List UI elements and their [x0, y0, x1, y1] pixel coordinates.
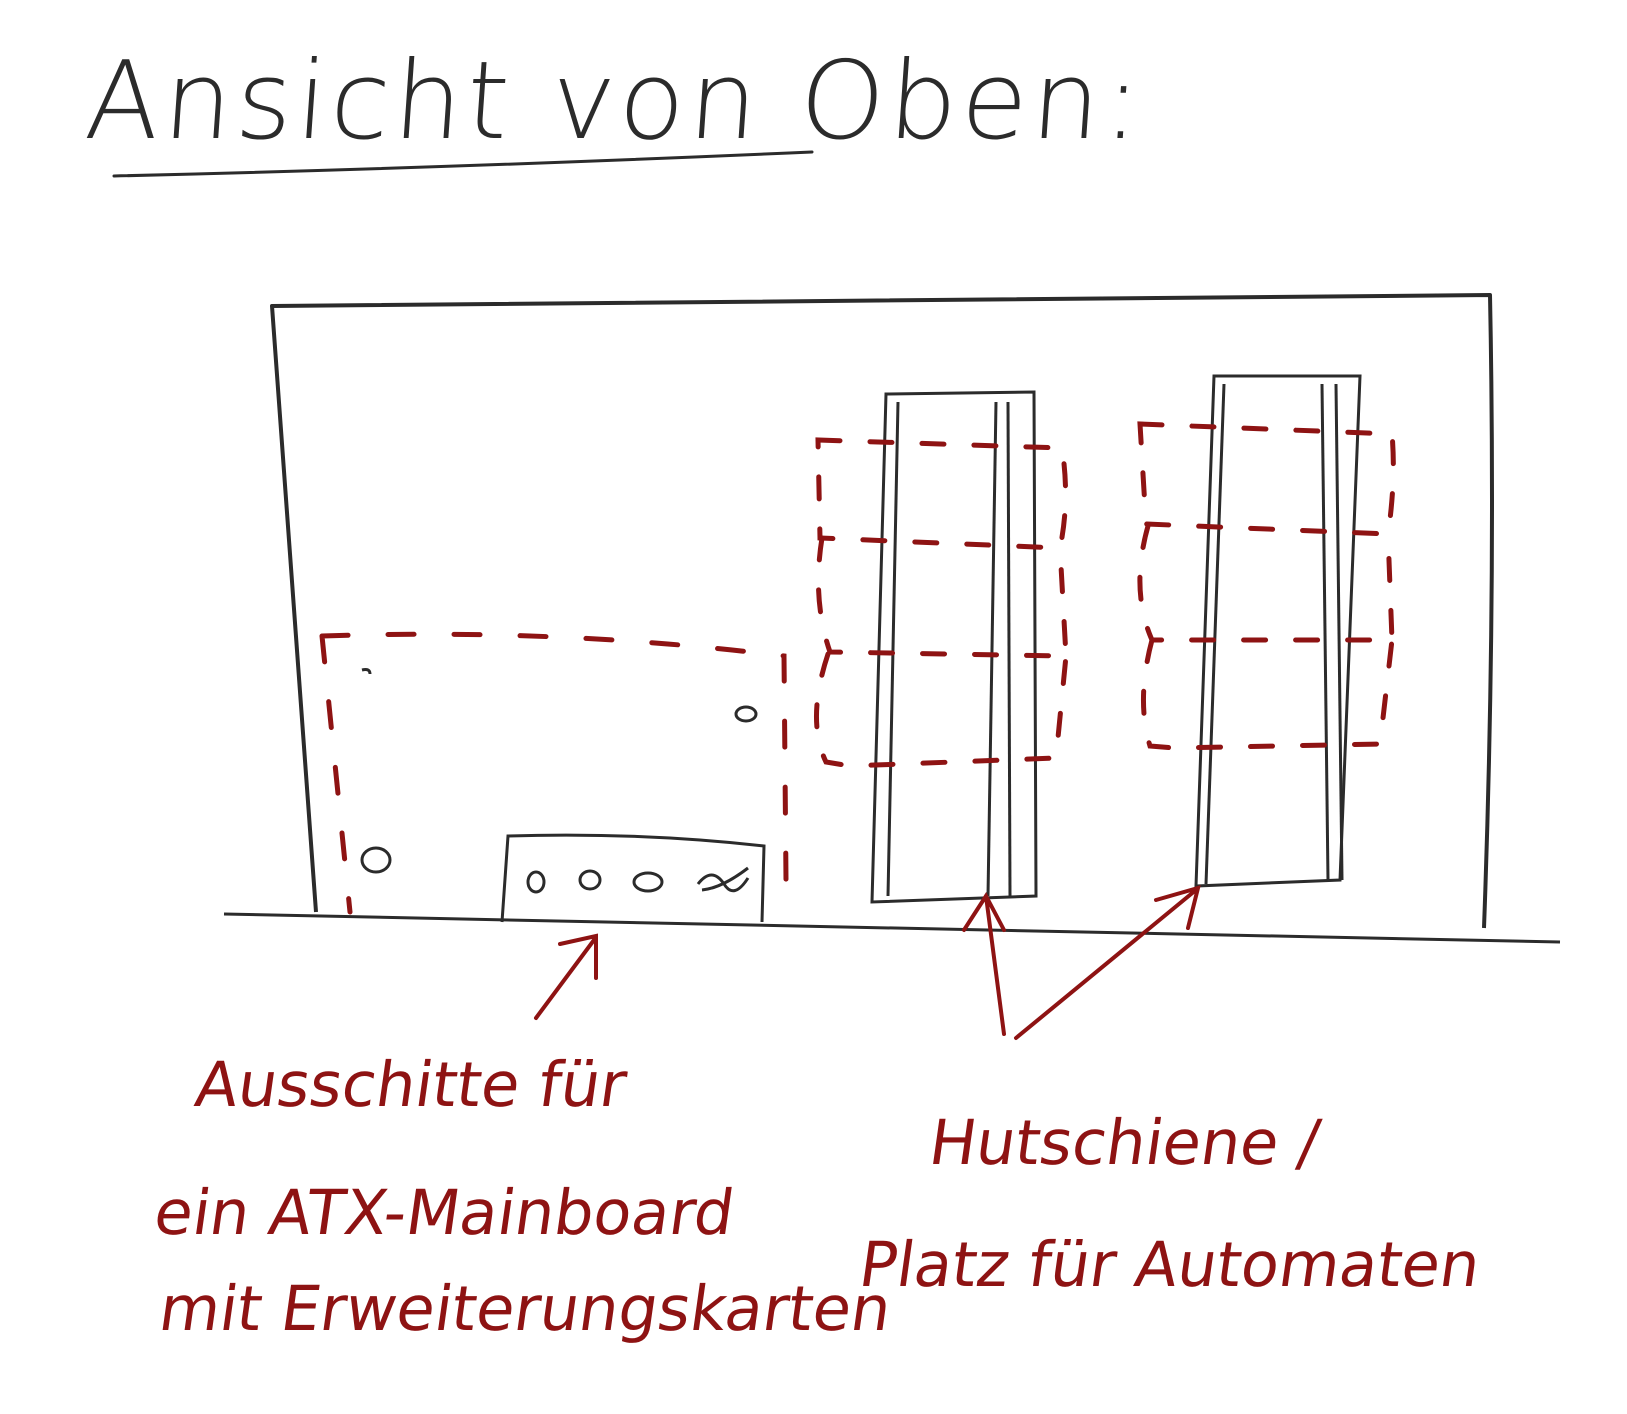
mainboard-mount-hole	[361, 668, 372, 675]
base-line	[223, 912, 1561, 944]
din-rail-label-line-2: Platz für Automaten	[854, 1228, 1485, 1301]
title-underline	[112, 150, 814, 178]
mainboard-mount-hole	[734, 705, 758, 723]
io-port-icon	[578, 869, 602, 891]
mainboard-mount-hole	[360, 846, 392, 874]
breaker-slot-group-right	[1137, 421, 1396, 751]
din-rail-left	[870, 390, 1038, 904]
cutouts-label-line-3: mit Erweiterungskarten	[154, 1272, 896, 1345]
cutouts-label-line-1: Ausschitte für	[190, 1048, 632, 1121]
arrow-to-io-cutout	[534, 933, 598, 1020]
din-rail-right	[1194, 374, 1362, 888]
arrow-to-din-rail-left	[962, 892, 1006, 1036]
arrow-to-din-rail-right	[1014, 885, 1201, 1040]
mainboard-outline	[319, 631, 789, 915]
io-panel-cutout	[500, 833, 766, 923]
breaker-slot-group-left	[813, 437, 1069, 769]
cutouts-label-line-2: ein ATX-Mainboard	[149, 1176, 739, 1249]
io-port-icon	[632, 871, 664, 893]
io-port-icon	[696, 866, 750, 893]
din-rail-label-line-1: Hutschiene /	[924, 1106, 1325, 1179]
enclosure-outline	[270, 293, 1494, 929]
page-title: Ansicht von Oben:	[81, 39, 1150, 164]
io-port-icon	[526, 870, 546, 894]
